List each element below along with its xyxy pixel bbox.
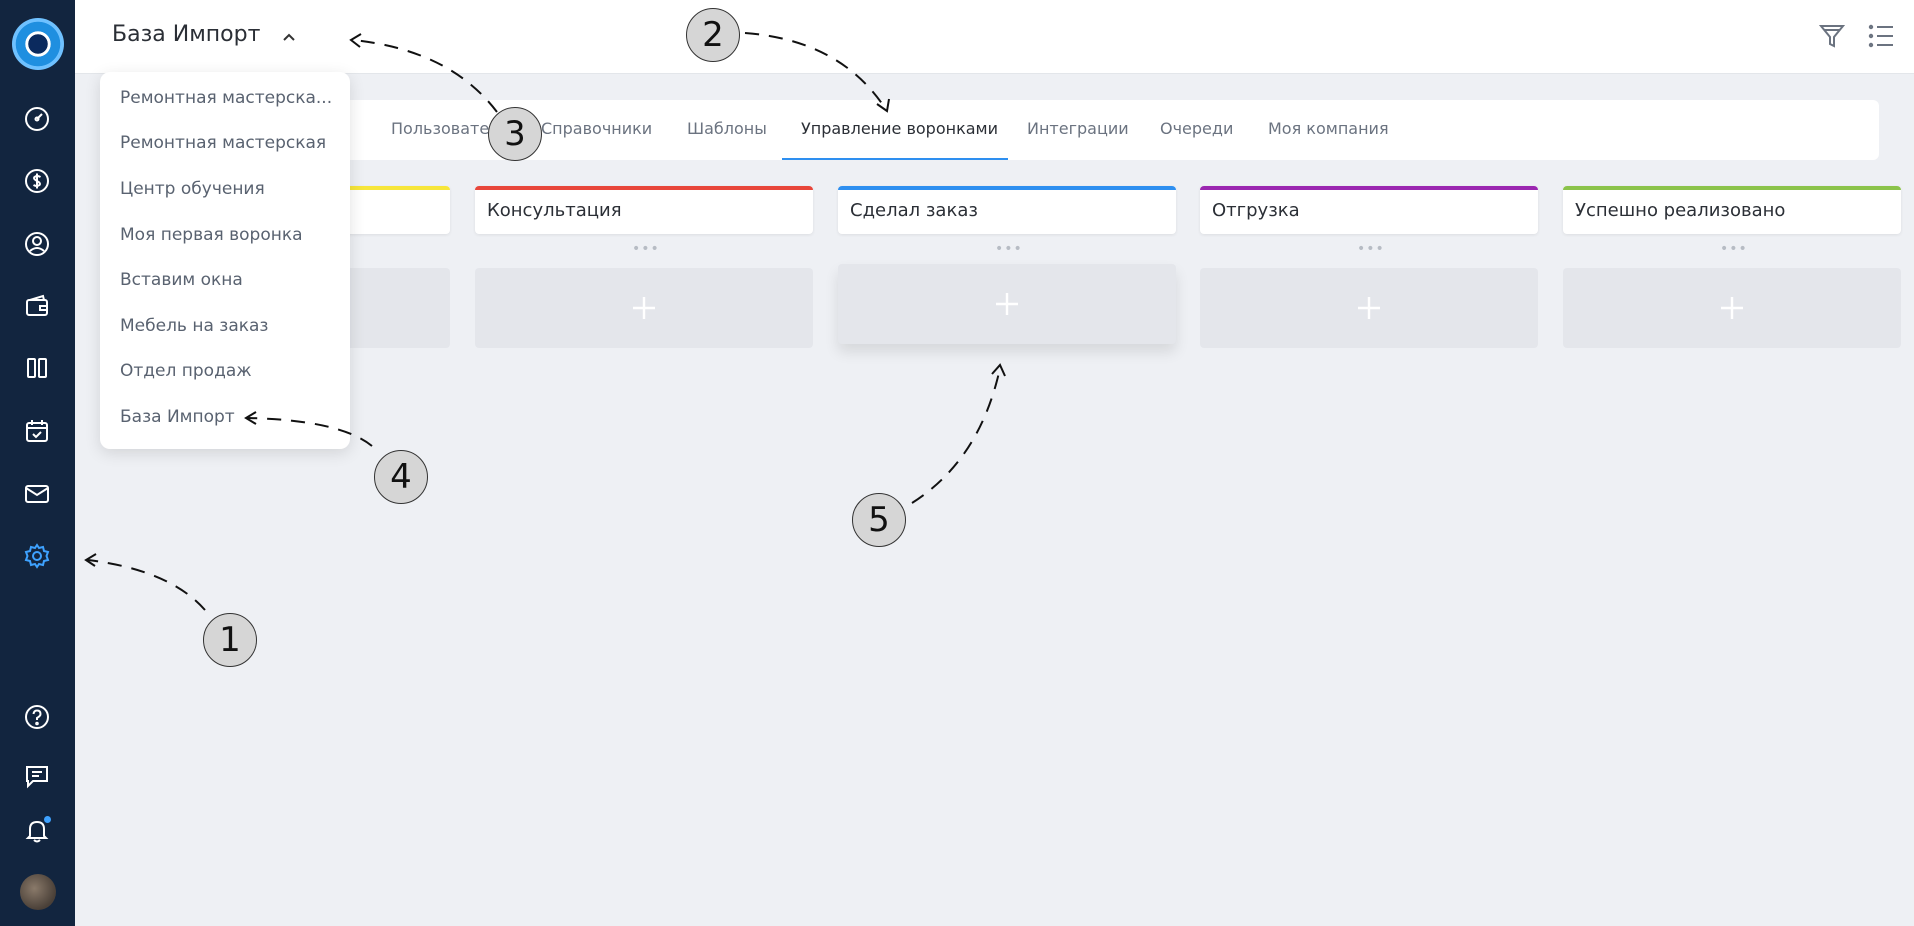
stage-color-bar bbox=[1200, 186, 1538, 190]
active-tab-indicator bbox=[782, 158, 1008, 160]
add-deal-card[interactable] bbox=[838, 264, 1176, 344]
stage-title: Сделал заказ bbox=[850, 200, 978, 221]
list-icon[interactable] bbox=[1866, 20, 1898, 52]
dropdown-item-selected[interactable]: База Импорт bbox=[120, 407, 235, 427]
stage-header[interactable]: Сделал заказ bbox=[838, 186, 1176, 234]
stage-title: Консультация bbox=[487, 200, 622, 221]
arrow-5 bbox=[911, 367, 1001, 504]
add-deal-card[interactable] bbox=[1200, 268, 1538, 348]
settings-tabs bbox=[330, 100, 1879, 160]
stage-header[interactable]: Консультация bbox=[475, 186, 813, 234]
app-logo[interactable] bbox=[12, 18, 64, 70]
help-icon[interactable] bbox=[22, 702, 52, 732]
callout-5: 5 bbox=[852, 493, 906, 547]
stage-header[interactable]: Отгрузка bbox=[1200, 186, 1538, 234]
wallet-icon[interactable] bbox=[22, 291, 52, 321]
dashboard-icon[interactable] bbox=[22, 104, 52, 134]
sidebar bbox=[0, 0, 75, 926]
stage-color-bar bbox=[838, 186, 1176, 190]
add-deal-card[interactable] bbox=[475, 268, 813, 348]
bell-icon[interactable] bbox=[22, 815, 52, 845]
callout-3: 3 bbox=[488, 107, 542, 161]
tab-integrations[interactable]: Интеграции bbox=[1027, 119, 1129, 138]
filter-icon[interactable] bbox=[1816, 20, 1848, 52]
drag-handle-icon[interactable]: ••• bbox=[995, 241, 1023, 257]
plus-icon bbox=[1719, 295, 1745, 321]
dollar-icon[interactable] bbox=[22, 166, 52, 196]
notification-dot bbox=[44, 816, 51, 823]
drag-handle-icon[interactable]: ••• bbox=[632, 241, 660, 257]
mail-icon[interactable] bbox=[22, 479, 52, 509]
arrow-1 bbox=[87, 559, 206, 611]
chevron-up-icon[interactable] bbox=[280, 28, 298, 46]
top-bar bbox=[75, 0, 1914, 74]
dropdown-item[interactable]: Вставим окна bbox=[120, 270, 243, 290]
settings-icon[interactable] bbox=[22, 541, 52, 571]
plus-icon bbox=[631, 295, 657, 321]
dropdown-item[interactable]: Ремонтная мастерская bbox=[120, 133, 327, 153]
tab-users[interactable]: Пользовател bbox=[391, 119, 500, 138]
stage-title: Успешно реализовано bbox=[1575, 200, 1786, 221]
avatar[interactable] bbox=[20, 874, 56, 910]
stage-title: Отгрузка bbox=[1212, 200, 1300, 221]
chat-icon[interactable] bbox=[22, 761, 52, 791]
callout-1: 1 bbox=[203, 613, 257, 667]
kanban-icon[interactable] bbox=[22, 353, 52, 383]
dropdown-item[interactable]: Моя первая воронка bbox=[120, 225, 303, 245]
tab-queues[interactable]: Очереди bbox=[1160, 119, 1234, 138]
dropdown-item[interactable]: Отдел продаж bbox=[120, 361, 252, 381]
stage-color-bar bbox=[475, 186, 813, 190]
add-deal-card[interactable] bbox=[1563, 268, 1901, 348]
stage-color-bar bbox=[1563, 186, 1901, 190]
tab-directories[interactable]: Справочники bbox=[541, 119, 653, 138]
calendar-icon[interactable] bbox=[22, 416, 52, 446]
drag-handle-icon[interactable]: ••• bbox=[1720, 241, 1748, 257]
stage-header[interactable]: Успешно реализовано bbox=[1563, 186, 1901, 234]
plus-icon bbox=[1356, 295, 1382, 321]
callout-2: 2 bbox=[686, 8, 740, 62]
tab-my-company[interactable]: Моя компания bbox=[1268, 119, 1389, 138]
tab-funnel-management[interactable]: Управление воронками bbox=[801, 119, 999, 138]
dropdown-item[interactable]: Мебель на заказ bbox=[120, 316, 269, 336]
plus-icon bbox=[994, 291, 1020, 317]
callout-4: 4 bbox=[374, 450, 428, 504]
tab-templates[interactable]: Шаблоны bbox=[687, 119, 767, 138]
funnel-dropdown: Ремонтная мастерска... Ремонтная мастерс… bbox=[100, 72, 350, 449]
dropdown-item[interactable]: Центр обучения bbox=[120, 179, 265, 199]
drag-handle-icon[interactable]: ••• bbox=[1357, 241, 1385, 257]
user-icon[interactable] bbox=[22, 229, 52, 259]
dropdown-item[interactable]: Ремонтная мастерска... bbox=[120, 88, 333, 108]
funnel-selector-title[interactable]: База Импорт bbox=[112, 22, 261, 47]
